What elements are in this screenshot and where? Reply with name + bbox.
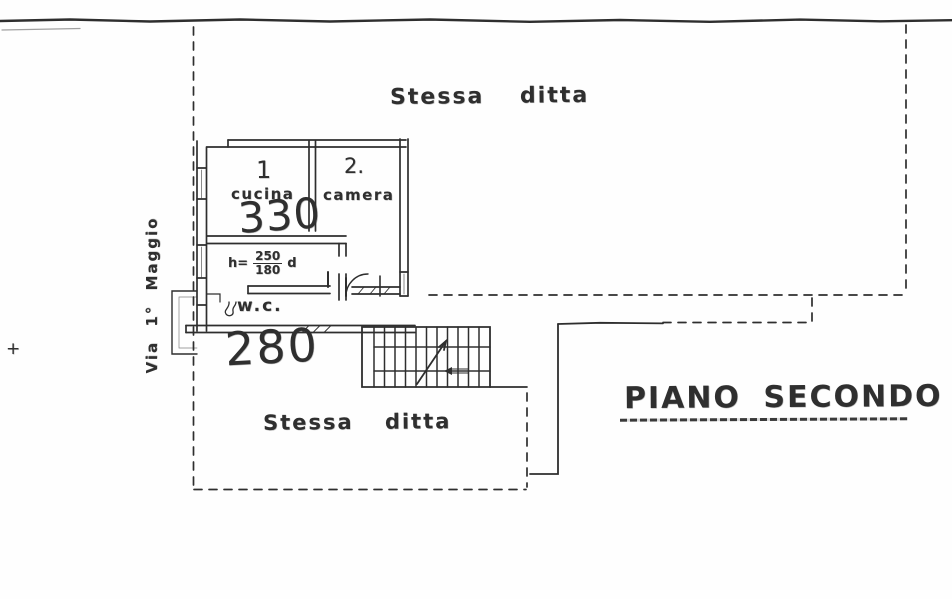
stairs	[361, 326, 528, 388]
balcony-outline	[171, 290, 198, 355]
neighbor-label-top: Stessa ditta	[389, 82, 590, 111]
room-area-wc: 280	[223, 317, 321, 377]
height-note-prefix: h=	[228, 255, 249, 271]
scan-edge-line	[0, 18, 952, 31]
stair-direction-arrow	[416, 338, 469, 385]
height-note-numerator: 250	[253, 249, 283, 264]
height-note-denominator: 180	[255, 262, 281, 277]
room-number-cucina: 1	[256, 156, 272, 184]
room-area-cucina: 330	[236, 188, 323, 243]
height-note-suffix: d	[287, 255, 297, 271]
room-label-camera: camera	[323, 186, 395, 204]
floor-title: PIANO SECONDO	[623, 378, 943, 417]
neighbor-label-bottom: Stessa ditta	[262, 409, 452, 435]
room-label-wc: w.c.	[237, 296, 283, 316]
door-swing	[345, 273, 369, 297]
room-label-cucina: cucina	[231, 185, 295, 203]
height-note-fraction: 250 180	[253, 249, 283, 277]
apartment-walls	[185, 138, 416, 334]
street-label: Via 1° Maggio	[143, 216, 161, 374]
wc-fixture-icon	[224, 301, 237, 317]
plus-mark: +	[6, 339, 21, 359]
neighbor-outline	[529, 321, 664, 475]
corridor-height-note: h= 250 180 d	[228, 250, 297, 276]
room-number-camera: 2.	[344, 154, 365, 178]
boundary-dashed-lines	[192, 24, 907, 491]
